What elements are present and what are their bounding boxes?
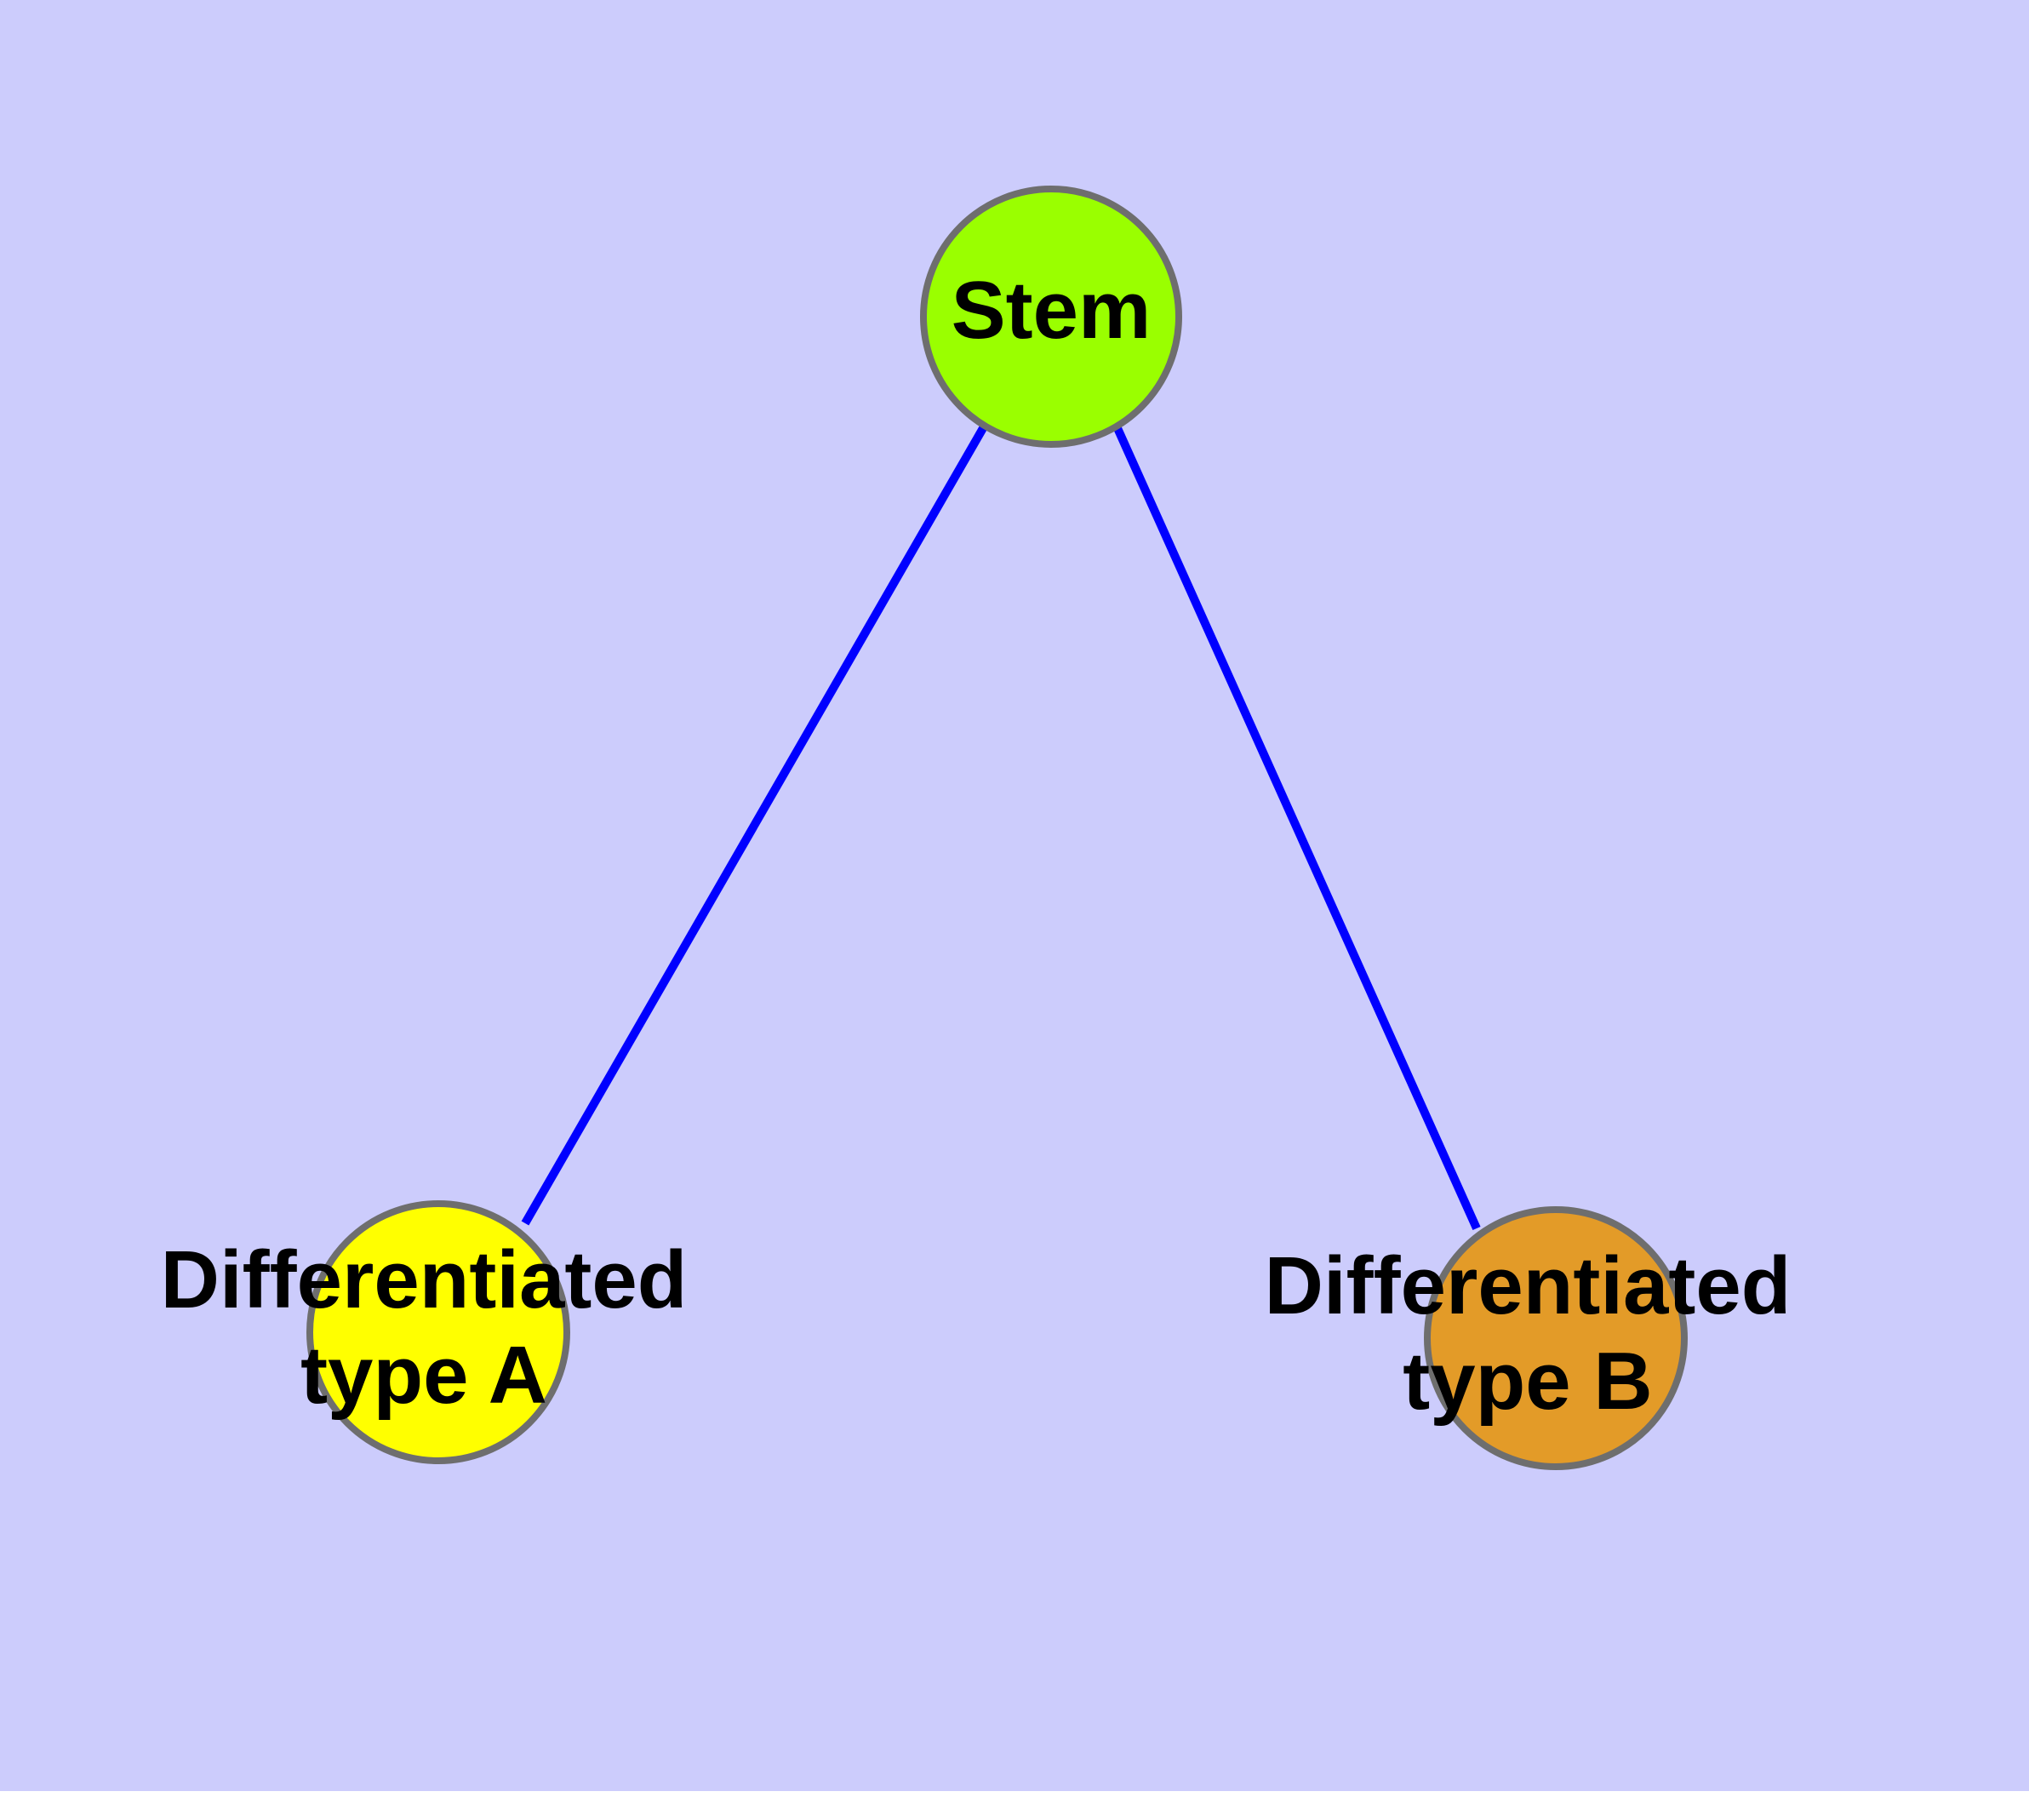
graph-node-stem[interactable] [920, 186, 1182, 448]
graph-node-label-stem: Stem [952, 265, 1152, 356]
label-line: Differentiated [1265, 1240, 1792, 1331]
graph-node-diff_b[interactable] [1424, 1206, 1688, 1470]
label-line: Stem [952, 265, 1152, 356]
label-line: Differentiated [161, 1234, 688, 1325]
edges-layer [521, 426, 1481, 1231]
label-line: type B [1403, 1336, 1652, 1427]
graph-edge-stem-diff_a[interactable] [521, 426, 987, 1226]
nodes-layer [306, 186, 1688, 1470]
graph-edge-stem-diff_b[interactable] [1113, 426, 1481, 1231]
label-line: type A [300, 1330, 547, 1421]
graph-node-diff_a[interactable] [306, 1200, 570, 1464]
